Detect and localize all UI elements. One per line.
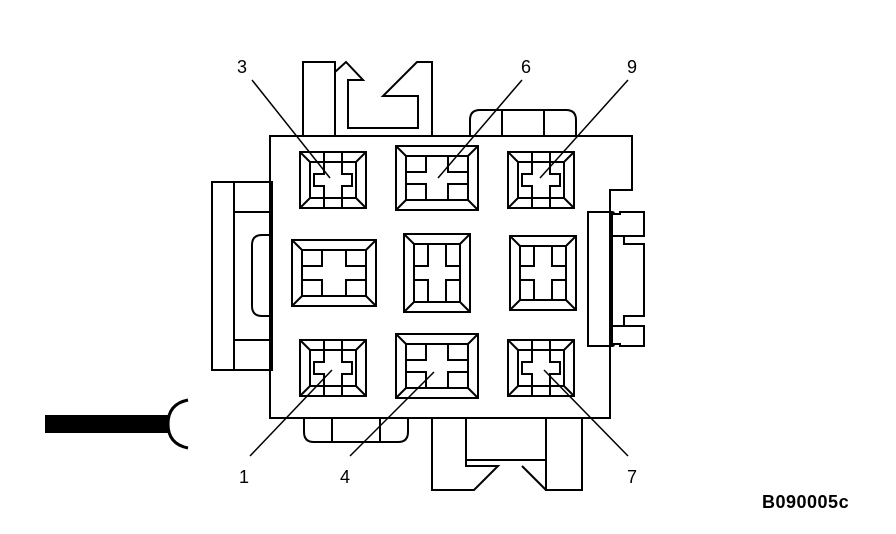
- pin-label-9: 9: [627, 57, 638, 77]
- cavity-pin-9: [507, 151, 575, 209]
- pin-label-4: 4: [340, 467, 351, 487]
- figure-code: B090005c: [762, 492, 850, 512]
- wire-side-arrow-icon: [45, 398, 189, 450]
- right-side-latch: [587, 211, 645, 347]
- pin-label-7: 7: [627, 467, 638, 487]
- cavity-middle-center: [403, 233, 471, 313]
- connector-housing: [269, 135, 633, 419]
- cavity-middle-right: [509, 235, 577, 311]
- pin-label-1: 1: [239, 467, 250, 487]
- top-latch-tabs: [302, 60, 577, 136]
- cavity-middle-left: [291, 239, 377, 307]
- pin-label-3: 3: [237, 57, 248, 77]
- cavity-pin-3: [299, 151, 367, 209]
- cavity-pin-7: [507, 339, 575, 397]
- cavity-pin-6: [395, 145, 479, 211]
- cavity-pin-4: [395, 333, 479, 399]
- leader-lines: [249, 79, 629, 457]
- pin-label-6: 6: [521, 57, 532, 77]
- cavity-pin-1: [299, 339, 367, 397]
- bottom-latch-tabs: [303, 418, 583, 491]
- left-side-tab: [211, 181, 273, 371]
